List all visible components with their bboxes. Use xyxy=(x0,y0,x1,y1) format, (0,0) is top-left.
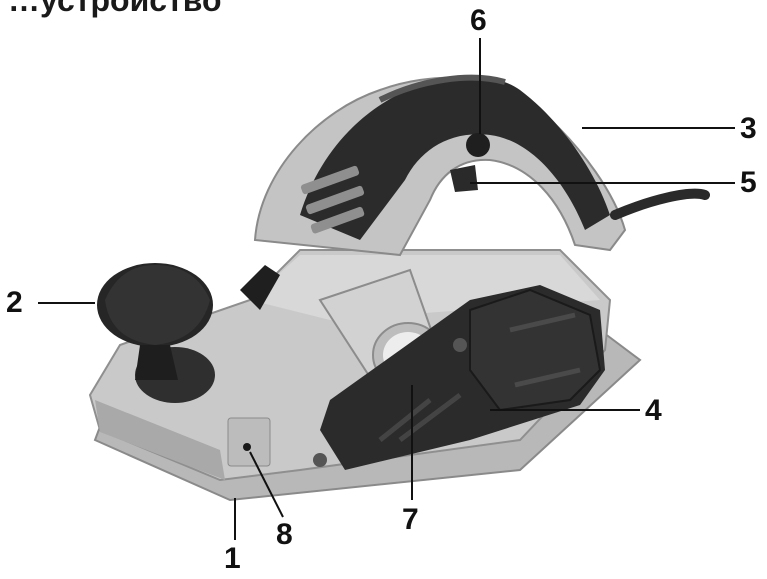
handle-rib-2 xyxy=(305,185,365,215)
callout-2: 2 xyxy=(6,286,23,319)
handle-grip-highlight xyxy=(378,74,506,103)
callout-5: 5 xyxy=(740,166,757,199)
callout-1: 1 xyxy=(224,542,241,575)
cover-screw-1 xyxy=(453,338,467,352)
callout-7: 7 xyxy=(402,503,419,536)
callout-8: 8 xyxy=(276,518,293,551)
lock-off-button xyxy=(466,133,490,157)
depth-knob-lobes xyxy=(105,265,210,345)
callout-4: 4 xyxy=(645,394,662,427)
belt-cover-octagon xyxy=(469,288,602,412)
cover-screw-2 xyxy=(313,453,327,467)
belt-cover-ridge-2 xyxy=(514,367,581,388)
page-heading: …устройство xyxy=(8,0,222,18)
handle-rib-1 xyxy=(300,165,360,195)
side-lever xyxy=(240,265,280,310)
trigger-switch xyxy=(450,165,478,192)
handle-grip xyxy=(300,76,610,240)
power-cord xyxy=(610,188,710,220)
belt-cover-rib-a xyxy=(378,398,432,442)
side-plate-hole xyxy=(243,443,251,451)
belt-cover-ridge-1 xyxy=(509,312,576,333)
callout-6: 6 xyxy=(470,4,487,37)
handle-rib-3 xyxy=(310,206,365,234)
front-shoe xyxy=(95,400,225,480)
leader-line-8 xyxy=(249,451,284,518)
depth-knob-stem xyxy=(135,345,178,380)
belt-cover-rib-b xyxy=(398,393,462,442)
side-plate xyxy=(227,417,271,467)
callout-3: 3 xyxy=(740,112,757,145)
